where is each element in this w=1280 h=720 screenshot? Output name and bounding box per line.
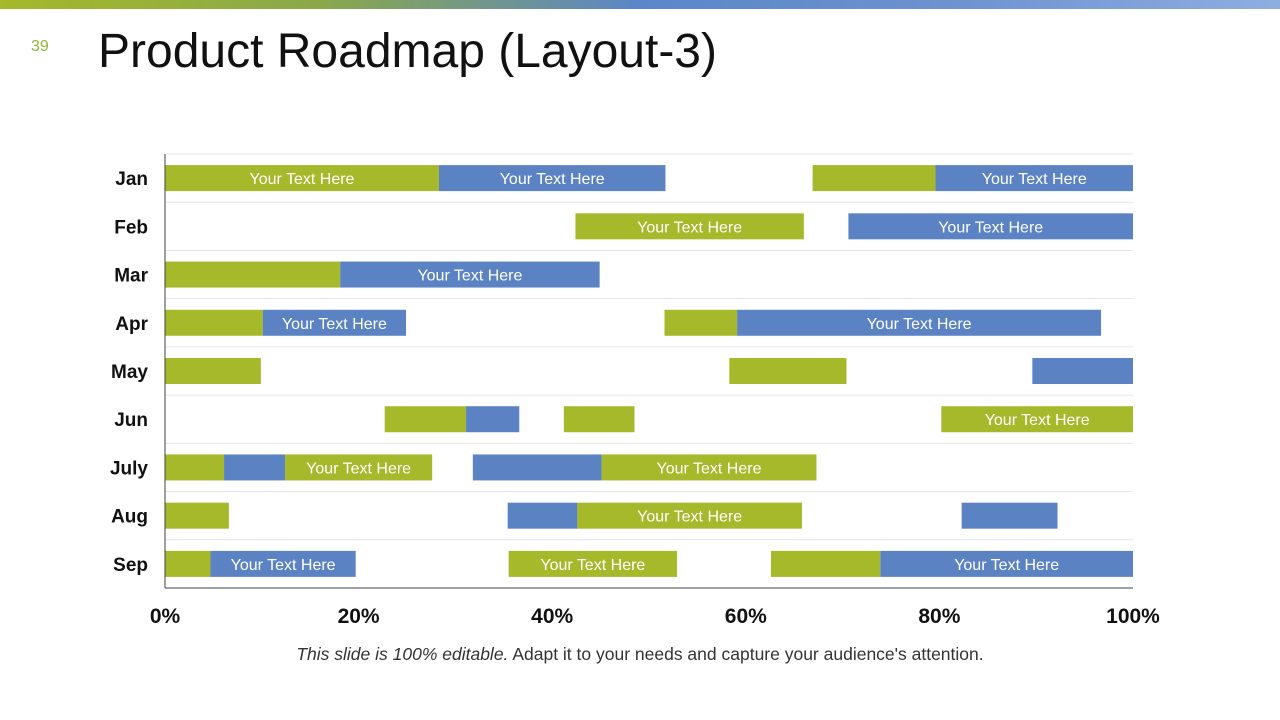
bar-segment	[961, 502, 1058, 529]
bar-segment	[384, 406, 467, 433]
bar-segment-label: Your Text Here	[657, 460, 762, 477]
bar-segment-label: Your Text Here	[540, 557, 645, 574]
bar-segment-label: Your Text Here	[500, 171, 605, 188]
month-label-july: July	[110, 458, 148, 479]
bar-segment-label: Your Text Here	[985, 412, 1090, 429]
month-label-sep: Sep	[113, 555, 148, 576]
bar-segment	[664, 309, 738, 336]
x-tick-label: 80%	[918, 605, 960, 628]
bar-segment-label: Your Text Here	[982, 171, 1087, 188]
bar-segment	[262, 309, 407, 336]
bar-segment	[438, 165, 666, 192]
month-label-may: May	[111, 362, 148, 383]
bar-segment-label: Your Text Here	[938, 219, 1043, 236]
month-label-mar: Mar	[114, 266, 148, 287]
bar-segment	[165, 261, 341, 288]
footer-note-italic: This slide is 100% editable.	[296, 644, 509, 664]
bar-segment	[165, 502, 229, 529]
x-tick-label: 40%	[531, 605, 573, 628]
slide-title: Product Roadmap (Layout-3)	[98, 25, 717, 78]
month-label-aug: Aug	[111, 507, 148, 528]
bar-segment-label: Your Text Here	[282, 316, 387, 333]
bar-segment	[165, 358, 261, 384]
bar-segment	[563, 406, 635, 433]
bar-segment-label: Your Text Here	[867, 316, 972, 333]
bar-segment	[508, 550, 678, 577]
bar-segment	[577, 502, 802, 529]
bar-segment	[466, 406, 520, 433]
slide-number: 39	[31, 38, 49, 55]
bar-segment-label: Your Text Here	[306, 460, 411, 477]
month-label-jan: Jan	[115, 169, 148, 190]
bar-segment-label: Your Text Here	[954, 557, 1059, 574]
x-tick-label: 0%	[150, 605, 181, 628]
bar-segment	[770, 550, 881, 577]
footer-note-rest: Adapt it to your needs and capture your …	[508, 644, 984, 664]
month-label-feb: Feb	[114, 217, 148, 238]
x-tick-label: 20%	[338, 605, 380, 628]
bar-segment	[1032, 358, 1133, 384]
bar-segment	[165, 309, 263, 336]
bar-segment-label: Your Text Here	[417, 268, 522, 285]
bar-segment	[165, 454, 225, 481]
top-accent-bar	[0, 0, 1280, 9]
bar-segment-label: Your Text Here	[249, 171, 354, 188]
bar-segment	[848, 213, 1133, 240]
x-tick-label: 100%	[1106, 605, 1160, 628]
month-label-jun: Jun	[114, 410, 148, 431]
bar-segment	[285, 454, 433, 481]
month-label-apr: Apr	[115, 314, 148, 335]
bar-segment-label: Your Text Here	[637, 219, 742, 236]
bar-segment	[472, 454, 602, 481]
bar-segment	[165, 165, 439, 192]
bar-segment	[165, 550, 211, 577]
bar-segment-label: Your Text Here	[231, 557, 336, 574]
bar-segment	[729, 358, 847, 384]
bar-segment	[941, 406, 1133, 433]
footer-note: This slide is 100% editable. Adapt it to…	[0, 644, 1280, 665]
bar-segment	[935, 165, 1133, 192]
x-tick-label: 60%	[725, 605, 767, 628]
bar-segment	[601, 454, 817, 481]
bar-segment	[340, 261, 600, 288]
bar-segment-label: Your Text Here	[637, 509, 742, 526]
bar-segment	[812, 165, 936, 192]
bar-segment	[224, 454, 286, 481]
bar-segment	[575, 213, 804, 240]
bar-segment	[507, 502, 578, 529]
bar-segment	[737, 309, 1102, 336]
bar-segment	[880, 550, 1133, 577]
bar-segment	[210, 550, 356, 577]
